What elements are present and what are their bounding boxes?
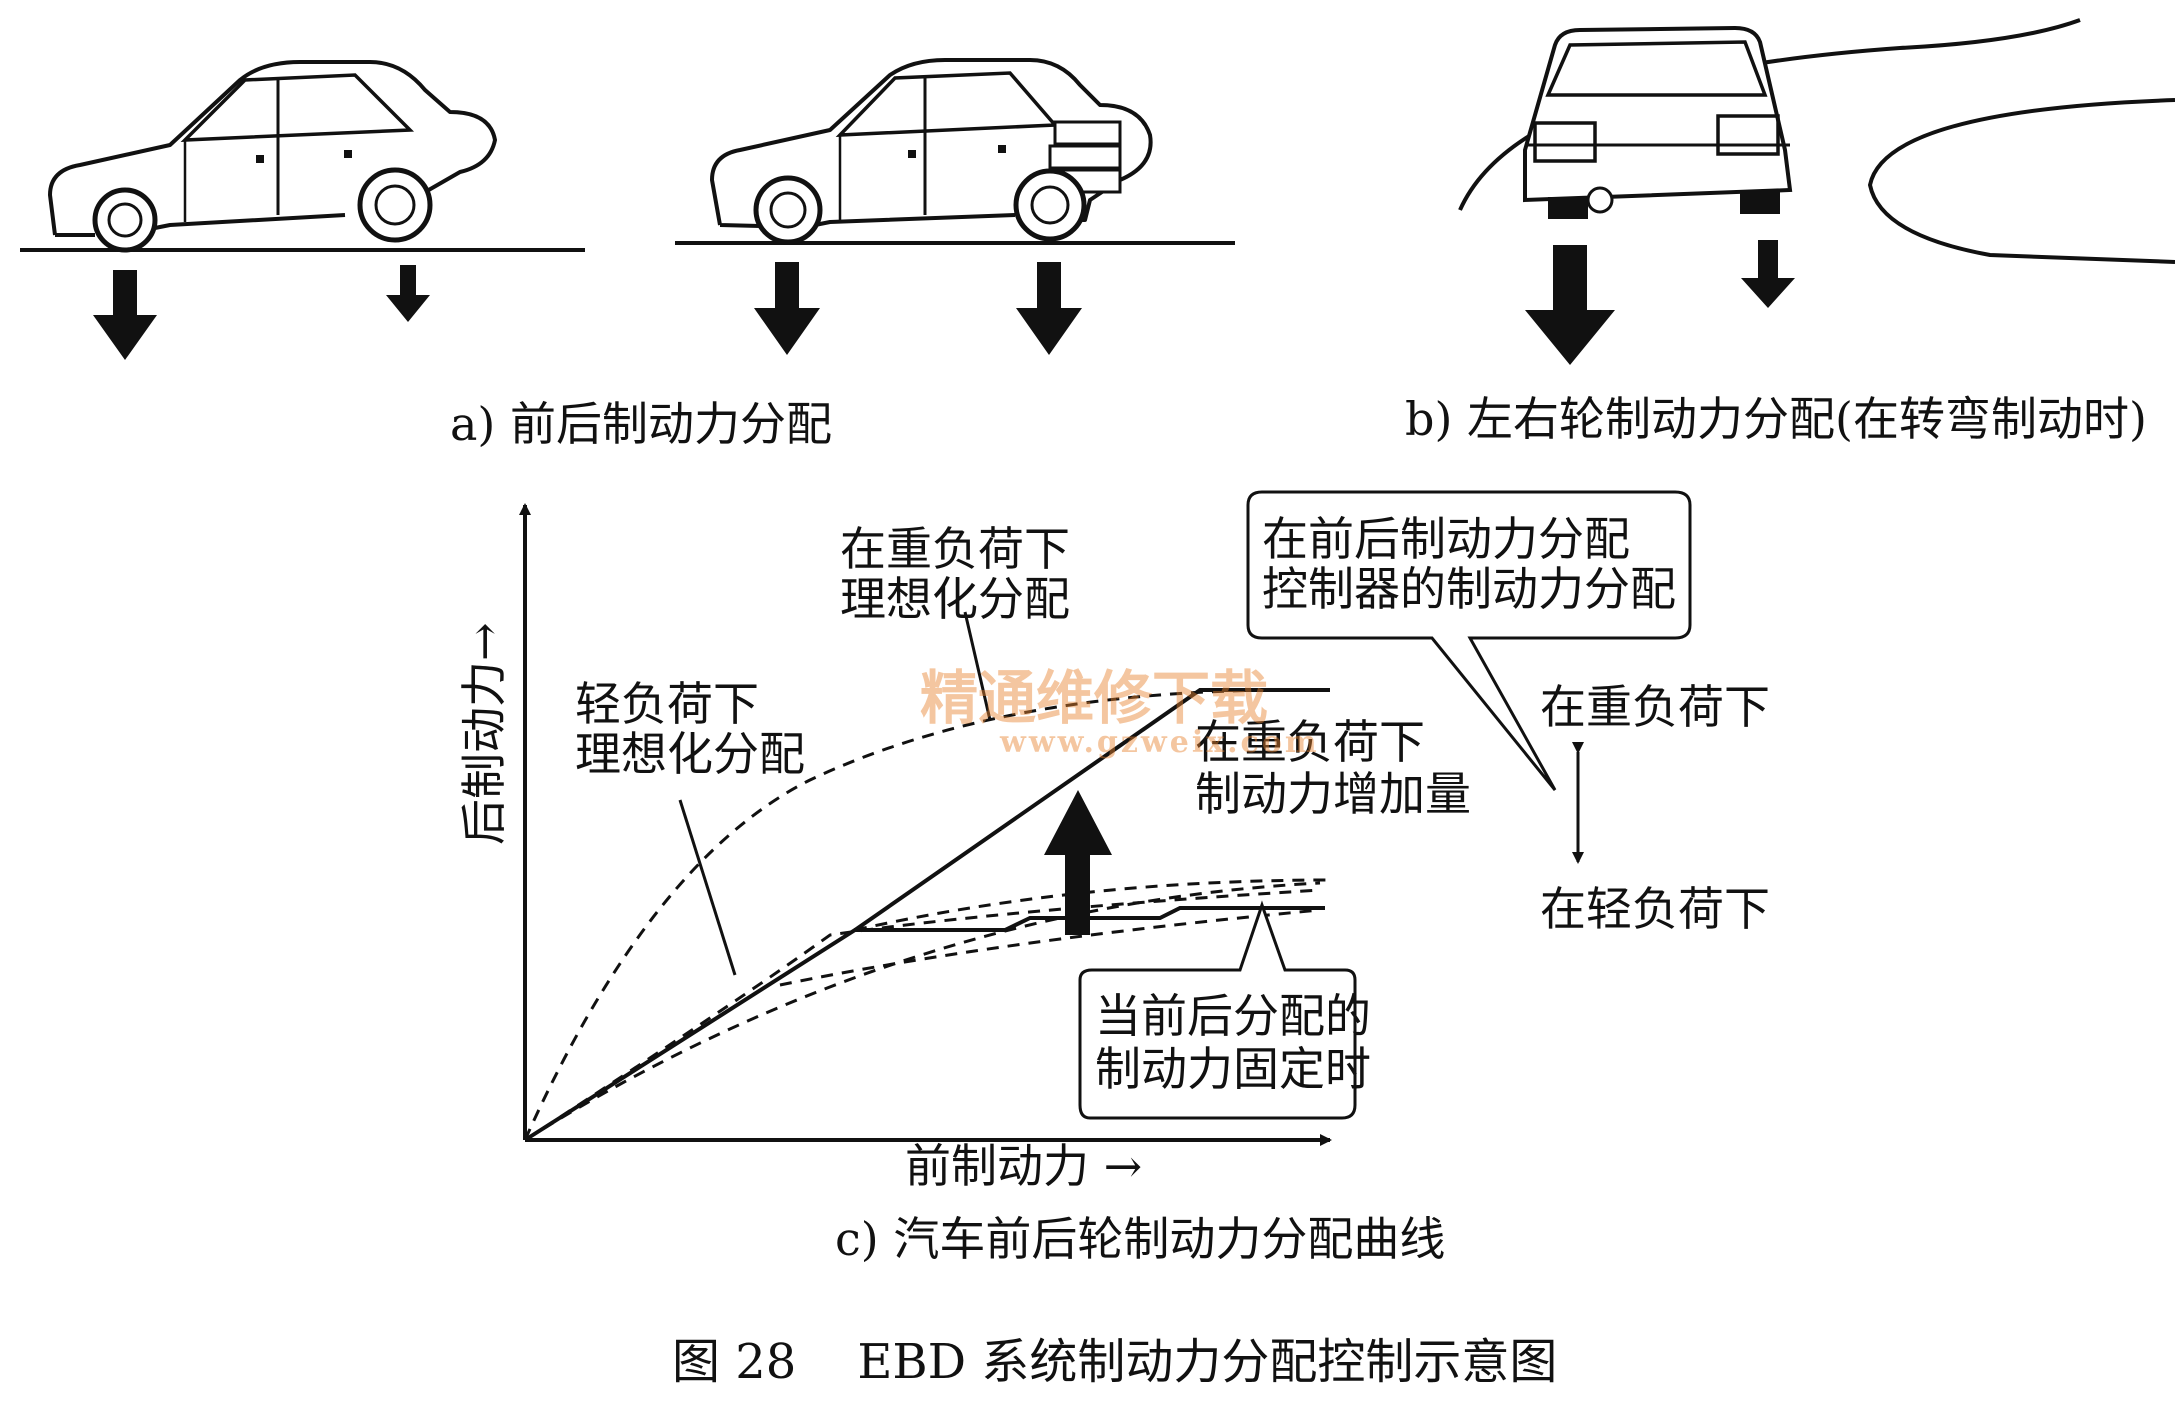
label-heavy-increase-line2: 制动力增加量: [1195, 767, 1471, 821]
caption-c: c) 汽车前后轮制动力分配曲线: [835, 1212, 1445, 1266]
rear-load-arrow: [1016, 262, 1082, 355]
outer-wheel-arrow-large: [1525, 245, 1615, 365]
caption-a: a) 前后制动力分配: [450, 397, 832, 451]
luggage-1: [1053, 120, 1122, 146]
heavy-load-ideal-curve: [523, 688, 1291, 1141]
watermark-url: www.gzweix.com: [999, 725, 1320, 760]
label-fixed-line1: 当前后分配的: [1095, 989, 1371, 1043]
fixed-lower-dashed: [779, 908, 1321, 987]
leader-heavy-ideal: [963, 611, 992, 721]
label-light-ideal-line1: 轻负荷下: [575, 677, 759, 731]
label-heavy-increase-line1: 在重负荷下: [1195, 715, 1425, 769]
label-heavy-ideal-line2: 理想化分配: [840, 572, 1070, 626]
x-axis-label: 前制动力 →: [905, 1139, 1142, 1193]
luggage-2: [1048, 144, 1122, 170]
brake-distribution-chart: 后制动力→ 前制动力 → 轻负荷下 理想化分配 在重负荷下 理想化分配 在重负荷…: [457, 503, 1471, 1193]
front-load-arrow-large: [93, 270, 157, 360]
label-heavy-load: 在重负荷下: [1540, 680, 1770, 734]
fixed-distribution-callout: [1078, 900, 1357, 1120]
load-range-indicator: 在重负荷下 在轻负荷下: [1540, 680, 1770, 936]
label-light-ideal-line2: 理想化分配: [575, 727, 805, 781]
caption-b: b) 左右轮制动力分配(在转弯制动时): [1405, 392, 2147, 446]
car-illustration-2-loaded: [675, 58, 1235, 355]
cornering-car-illustration: [1458, 18, 2175, 365]
controller-callout-line2: 控制器的制动力分配: [1262, 562, 1676, 616]
leader-light-ideal: [678, 799, 737, 976]
brake-force-increase-arrow: [1044, 790, 1112, 935]
light-load-ideal-curve: [524, 888, 1321, 1142]
watermark-text: 精通维修下载: [920, 664, 1268, 732]
ebd-heavy-load-solid-line: [853, 688, 1330, 932]
road-inner-curve: [1867, 98, 2175, 264]
road-outer-curve: [1458, 18, 2081, 211]
controller-callout-line1: 在前后制动力分配: [1262, 512, 1630, 566]
label-light-load: 在轻负荷下: [1540, 882, 1770, 936]
front-load-arrow: [754, 262, 820, 355]
rear-load-arrow-small: [386, 265, 430, 322]
watermark: 精通维修下载 www.gzweix.com: [920, 664, 1320, 760]
controller-callout: 在前后制动力分配 控制器的制动力分配: [1246, 490, 1692, 791]
inner-wheel-arrow-small: [1741, 240, 1795, 308]
label-fixed-line2: 制动力固定时: [1095, 1042, 1371, 1096]
y-axis-label: 后制动力→: [457, 622, 511, 845]
label-heavy-ideal-line1: 在重负荷下: [840, 522, 1070, 576]
figure-caption: 图 28 EBD 系统制动力分配控制示意图: [672, 1334, 1557, 1390]
car-illustration-1: [20, 60, 585, 360]
fixed-distribution-reference-curve: [524, 881, 1321, 1142]
